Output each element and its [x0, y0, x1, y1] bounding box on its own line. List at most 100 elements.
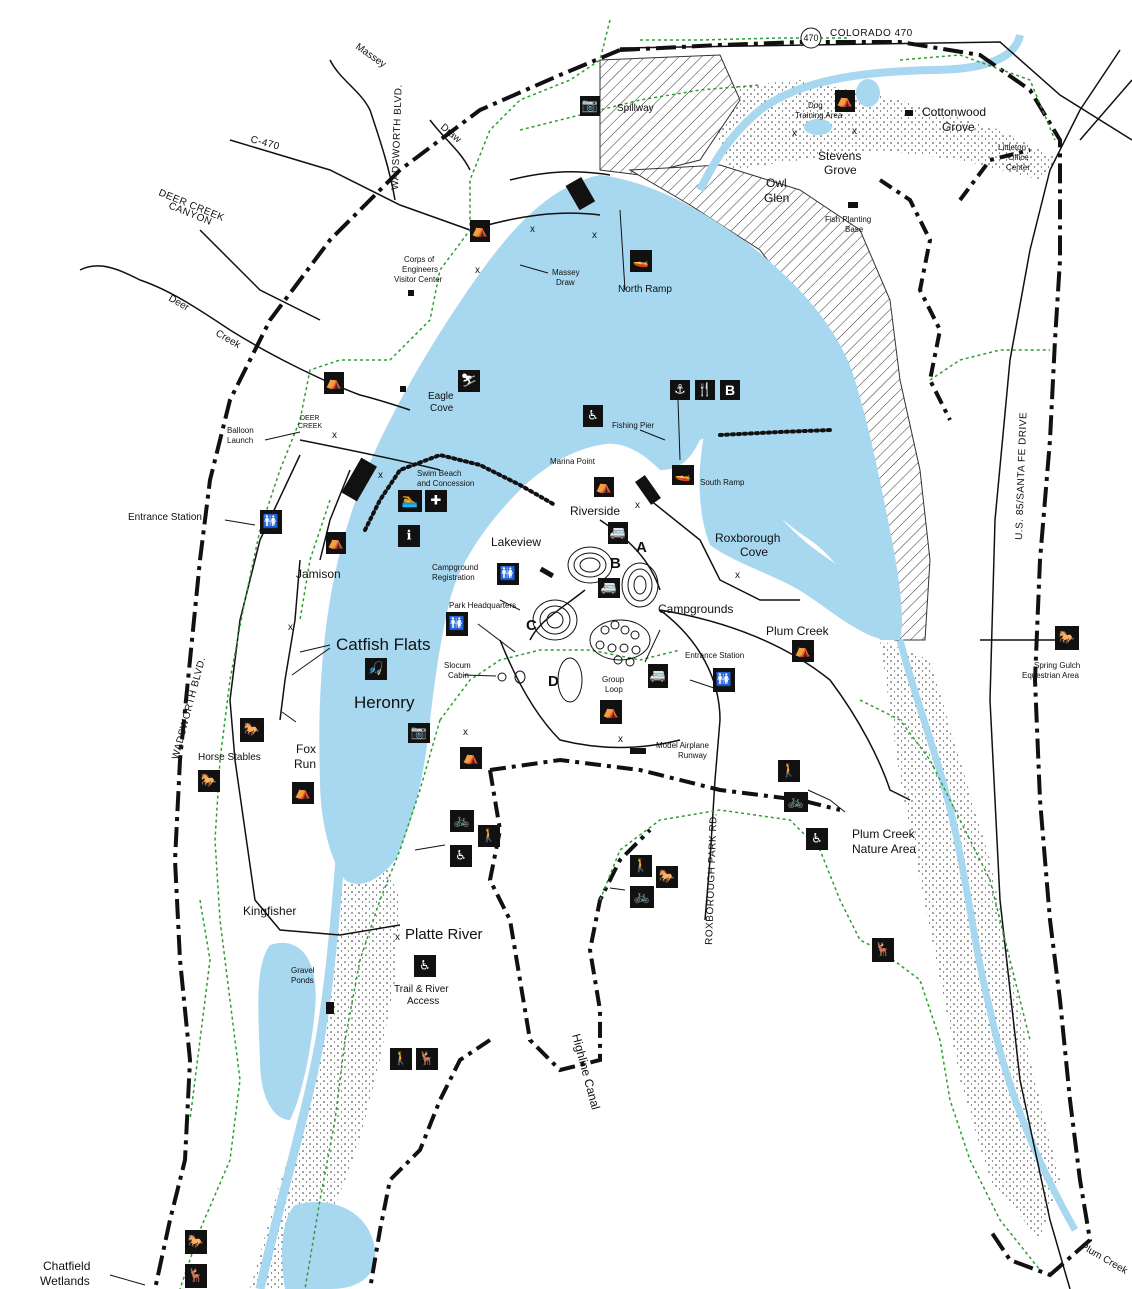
roxborough-label: ROXBOROUGH PARK RD. [704, 813, 720, 945]
fish-planting-1: Fish Planting [825, 215, 871, 224]
plum-creek-nature-1: Plum Creek [852, 827, 916, 841]
svg-text:⛺: ⛺ [328, 536, 344, 551]
x-markers: xxx xxx xxx xxx x [288, 126, 857, 943]
svg-text:🎣: 🎣 [368, 660, 384, 677]
us85-label: U.S. 85/SANTA FE DRIVE [1014, 412, 1029, 540]
cottonwood-grove-2: Grove [942, 120, 975, 134]
fox-run-2: Run [294, 757, 316, 771]
camp-loop-d: D [548, 673, 559, 690]
riverside-label: Riverside [570, 504, 620, 518]
horse-icon-wetlands: 🐎 [185, 1230, 207, 1254]
catfish-flats-label: Catfish Flats [336, 635, 430, 654]
svg-text:x: x [395, 932, 400, 943]
cottonwood-grove-1: Cottonwood [922, 105, 986, 119]
svg-text:♿: ♿ [419, 959, 431, 974]
svg-text:x: x [475, 265, 480, 276]
svg-text:⛺: ⛺ [463, 751, 479, 766]
deer-creek-small-1: DEER [300, 415, 319, 422]
svg-text:x: x [618, 734, 623, 745]
massey-draw-1: Massey [552, 268, 580, 277]
svg-text:♿: ♿ [455, 849, 467, 864]
marina-point-label: Marina Point [550, 457, 596, 466]
wadsworth-north-label: WADSWORTH BLVD. [390, 84, 405, 190]
svg-text:⛺: ⛺ [295, 786, 311, 801]
roxborough-cove-1: Roxborough [715, 531, 780, 545]
fishing-pier-label: Fishing Pier [612, 421, 655, 430]
picnic-icon-corps: ⛺ [470, 220, 490, 242]
boat-ramp-icon-south: 🚤 [672, 465, 694, 485]
svg-text:🐎: 🐎 [659, 869, 675, 885]
wadsworth-west-label: WADSWORTH BLVD. [170, 656, 208, 761]
swim-icon: 🏊 [398, 490, 422, 512]
restroom-icon-entrance-e: 🚻 [713, 668, 735, 692]
marina-b-icon: B [720, 380, 740, 400]
camp-loop-a: A [636, 539, 647, 556]
chatfield-wetlands-2: Wetlands [40, 1274, 90, 1288]
svg-text:x: x [378, 470, 383, 481]
svg-text:x: x [592, 230, 597, 241]
svg-text:🚐: 🚐 [610, 526, 626, 541]
corps-visitor-1: Corps of [404, 255, 435, 264]
svg-text:x: x [463, 727, 468, 738]
jamison-label: Jamison [296, 567, 341, 581]
camping-icon-group: ⛺ [600, 700, 622, 724]
svg-text:🚶: 🚶 [633, 858, 649, 874]
balloon-launch-2: Launch [227, 436, 253, 445]
svg-text:📷: 📷 [411, 726, 427, 741]
platte-river-label: Platte River [405, 926, 483, 943]
horse-stables-label: Horse Stables [198, 752, 261, 763]
chatfield-reservoir [319, 175, 902, 884]
svg-text:🦌: 🦌 [419, 1051, 435, 1067]
deer-label: Deer [167, 293, 192, 314]
campground-reg-2: Registration [432, 573, 475, 582]
corps-visitor-2: Engineers [402, 265, 438, 274]
svg-text:x: x [530, 224, 535, 235]
plum-creek-label: Plum Creek [766, 624, 830, 638]
restroom-icon-hq: 🚻 [446, 612, 468, 636]
structures [326, 110, 913, 1014]
svg-text:🚤: 🚤 [675, 468, 691, 483]
svg-text:🚤: 🚤 [633, 254, 649, 269]
svg-text:♿: ♿ [811, 832, 823, 847]
wheelchair-icon-river: ♿ [414, 955, 436, 977]
spring-gulch-2: Equestrian Area [1022, 671, 1079, 680]
colorado-470-label: COLORADO 470 [830, 28, 913, 39]
svg-text:⛺: ⛺ [603, 705, 619, 720]
svg-text:⛺: ⛺ [326, 376, 342, 391]
littleton-office-3: Center [1006, 163, 1030, 172]
map-icons: ⚓ 🍴 B 📷 ⛺ 🚤 ⛺ ⛺ ⛷ ♿ 🚤 ⛺ 🏊 ✚ ℹ 🚻 ⛺ 🚐 🚻 🚐 … [185, 90, 1079, 1288]
svg-text:⛺: ⛺ [596, 480, 612, 495]
svg-text:⛷: ⛷ [461, 374, 478, 389]
restroom-icon-entrance-w: 🚻 [260, 510, 282, 534]
gravel-ponds-2: Ponds [291, 976, 314, 985]
svg-text:🐎: 🐎 [1059, 630, 1075, 646]
roxborough-cove [699, 430, 890, 640]
svg-text:🐎: 🐎 [201, 773, 217, 789]
svg-text:⚓: ⚓ [674, 383, 686, 398]
picnic-icon-marina: ⛺ [594, 477, 614, 497]
svg-text:🚲: 🚲 [454, 814, 470, 829]
camp-loop-b: B [610, 555, 621, 572]
picnic-icon-cottonwood: ⛺ [835, 90, 855, 112]
svg-text:♿: ♿ [587, 409, 599, 424]
plum-creek-river-label: Plum Creek [1079, 1241, 1131, 1277]
wheelchair-icon-trail: ♿ [450, 845, 472, 867]
deer-icon-wetlands: 🦌 [185, 1264, 207, 1288]
svg-text:🚻: 🚻 [449, 616, 465, 632]
restroom-icon-registration: 🚻 [497, 563, 519, 585]
slocum-cabin-1: Slocum [444, 661, 471, 670]
campgrounds-label: Campgrounds [658, 602, 733, 616]
spring-gulch-1: Spring Gulch [1034, 661, 1080, 670]
deer-icon-south: 🦌 [416, 1048, 438, 1070]
svg-text:🚲: 🚲 [788, 795, 804, 810]
park-hq-label: Park Headquarters [449, 601, 516, 610]
wheelchair-icon-nature: ♿ [806, 828, 828, 850]
bike-icon-highline: 🚲 [630, 886, 654, 908]
north-ramp-label: North Ramp [618, 284, 672, 295]
roxborough-cove-2: Cove [740, 545, 768, 559]
group-loop-sites [595, 620, 641, 667]
campground-loops [532, 546, 659, 703]
svg-text:✚: ✚ [431, 494, 442, 509]
pond-north [856, 79, 880, 107]
